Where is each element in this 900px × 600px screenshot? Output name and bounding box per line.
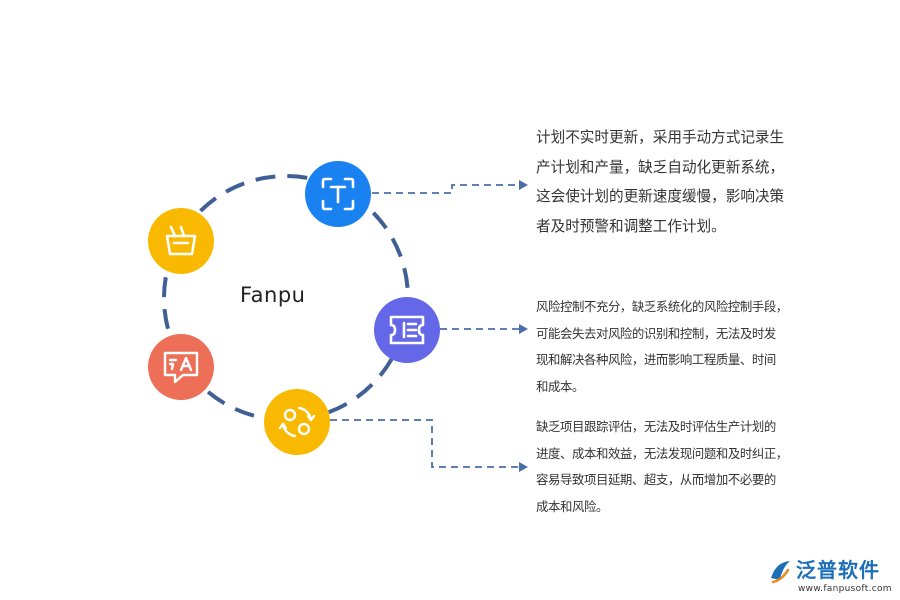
description-3-line: 进度、成本和效益，无法发现问题和及时纠正，	[536, 445, 788, 461]
arrowhead-2	[519, 324, 528, 334]
arrowhead-3	[519, 462, 528, 472]
swap-refresh-icon	[277, 402, 317, 442]
description-1-line: 计划不实时更新，采用手动方式记录生	[536, 129, 785, 146]
description-2-line: 现和解决各种风险，进而影响工程质量、时间	[536, 352, 776, 367]
description-3-line: 缺乏项目跟踪评估，无法及时评估生产计划的	[536, 419, 776, 434]
description-1-line: 这会使计划的更新速度缓慢，影响决策	[536, 188, 785, 205]
description-3-line: 容易导致项目延期、超支，从而增加不必要的	[536, 472, 776, 487]
arrowhead-1	[519, 180, 528, 190]
description-2-line: 风险控制不充分，缺乏系统化的风险控制手段，	[536, 299, 788, 314]
list-card-icon	[388, 314, 426, 346]
description-2-line: 和成本。	[536, 378, 584, 394]
brand-logo: 泛普软件 www.fanpusoft.com	[768, 554, 894, 598]
node-list-card	[374, 297, 440, 363]
description-1-line: 者及时预警和调整工作计划。	[536, 217, 726, 235]
logo-url: www.fanpusoft.com	[798, 584, 892, 594]
basket-icon	[162, 223, 200, 259]
connector-arrow-3	[330, 419, 520, 468]
description-2: 风险控制不充分，缺乏系统化的风险控制手段， 可能会失去对风险的识别和控制，无法及…	[536, 294, 846, 400]
node-text	[305, 161, 371, 227]
description-1: 计划不实时更新，采用手动方式记录生 产计划和产量，缺乏自动化更新系统， 这会使计…	[536, 123, 836, 241]
node-translate	[148, 334, 214, 400]
text-icon	[320, 176, 356, 212]
description-2-line: 可能会失去对风险的识别和控制，无法及时发	[536, 325, 776, 341]
description-1-line: 产计划和产量，缺乏自动化更新系统，	[536, 158, 785, 176]
connector-arrow-1	[372, 184, 520, 194]
description-3-line: 成本和风险。	[536, 498, 608, 514]
center-label: Fanpu	[240, 283, 306, 307]
description-3: 缺乏项目跟踪评估，无法及时评估生产计划的 进度、成本和效益，无法发现问题和及时纠…	[536, 414, 846, 520]
translate-icon	[161, 349, 201, 385]
node-swap	[264, 389, 330, 455]
logo-mark-icon	[768, 558, 794, 588]
node-basket	[148, 208, 214, 274]
logo-name: 泛普软件	[796, 558, 880, 582]
